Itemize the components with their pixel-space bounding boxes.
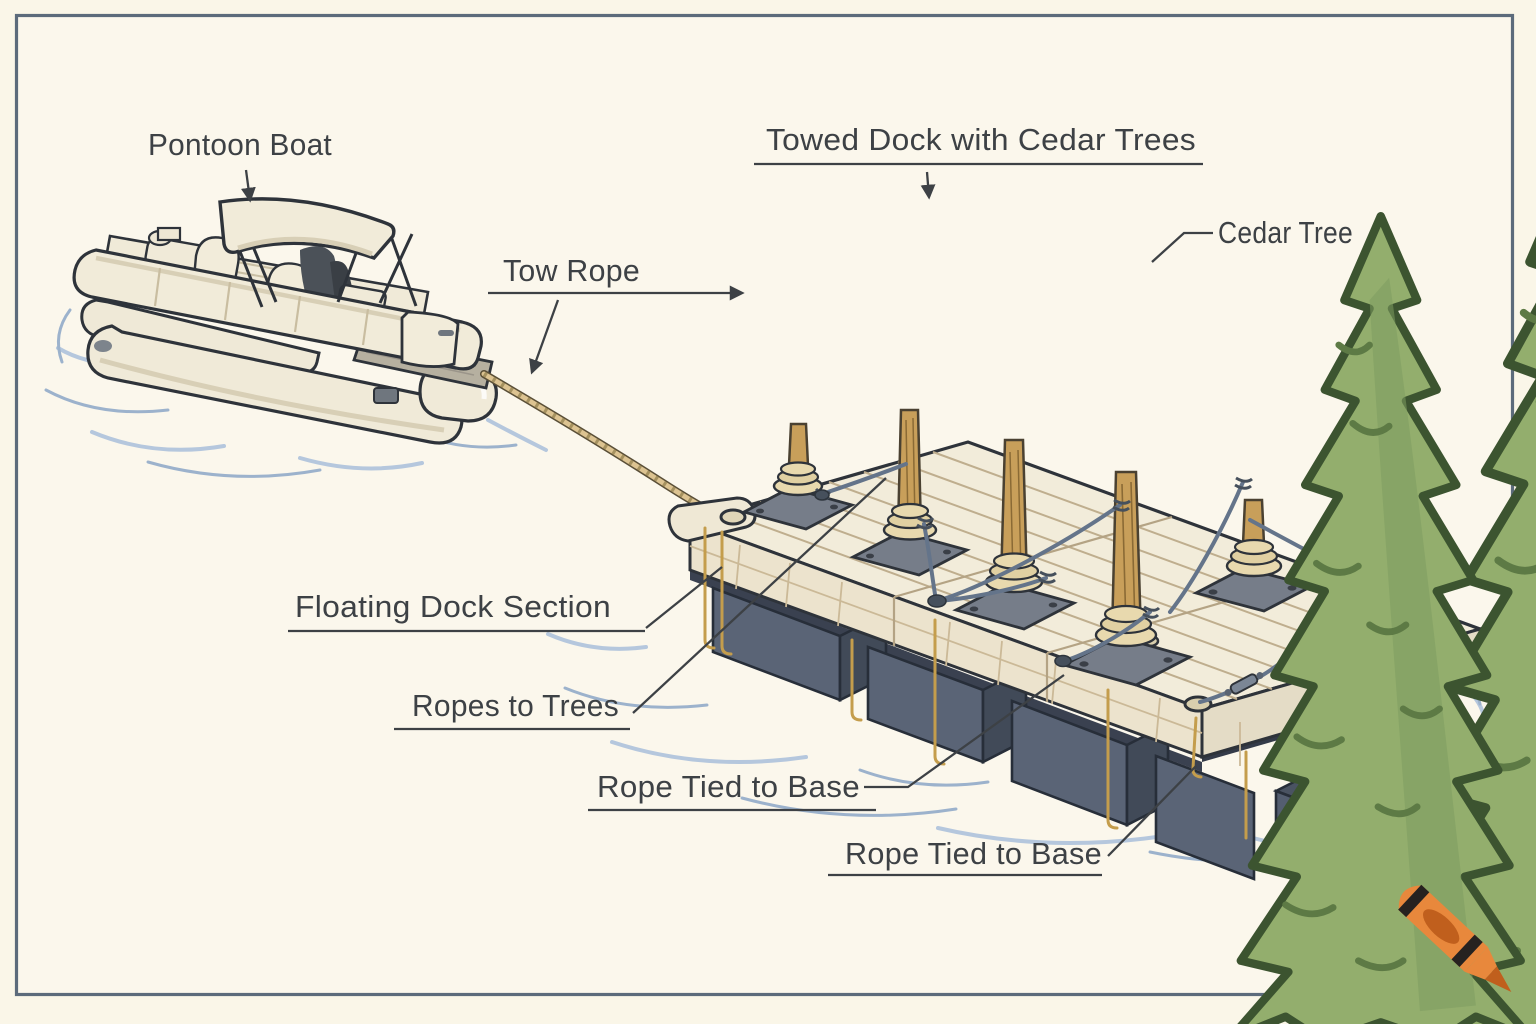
arrow-tow-rope: [529, 299, 560, 375]
rope-knots: [814, 489, 1072, 668]
pontoon-vent: [94, 340, 112, 352]
leader-cedar-tree: [1151, 231, 1213, 263]
turnbuckle: [1224, 672, 1264, 696]
stern-cooler: [400, 310, 460, 368]
label-cedar-tree: Cedar Tree: [1218, 215, 1353, 250]
label-pontoon-boat: Pontoon Boat: [148, 127, 332, 162]
pontoon-boat-illustration: [72, 197, 498, 445]
crayon-icon: [1398, 884, 1512, 993]
guy-ropes: [814, 462, 1443, 704]
label-ropes-to-trees: Ropes to Trees: [412, 688, 619, 723]
leader-floating-dock-section: [645, 566, 723, 629]
leader-ropes-to-trees: [632, 477, 887, 714]
leader-rope-tied-to-base-1: [864, 674, 1065, 789]
cooler-handle: [438, 330, 454, 336]
label-rope-tied-to-base-1: Rope Tied to Base: [597, 769, 860, 804]
label-towed-dock: Towed Dock with Cedar Trees: [766, 122, 1196, 157]
motor-bracket: [373, 387, 399, 404]
tow-rope-braid: [482, 371, 734, 521]
near-fence: [72, 248, 483, 371]
annotations: Pontoon Boat Tow Rope Towed Dock with Ce…: [148, 122, 1353, 877]
floating-dock-illustration: [667, 165, 1536, 1024]
tree-base-2: [849, 408, 971, 577]
crayon-logo: [1398, 884, 1512, 993]
label-tow-rope: Tow Rope: [503, 253, 640, 288]
arrow-towed-dock: [920, 171, 936, 200]
leader-rope-tied-to-base-2: [1107, 765, 1197, 857]
label-floating-dock-section: Floating Dock Section: [295, 589, 611, 624]
canopy-struts: [237, 227, 418, 308]
tree-base-1: [740, 422, 856, 531]
tow-eyelet: [719, 508, 747, 526]
label-rope-tied-to-base-2: Rope Tied to Base: [845, 836, 1102, 871]
arrow-pontoon-boat: [240, 169, 256, 203]
